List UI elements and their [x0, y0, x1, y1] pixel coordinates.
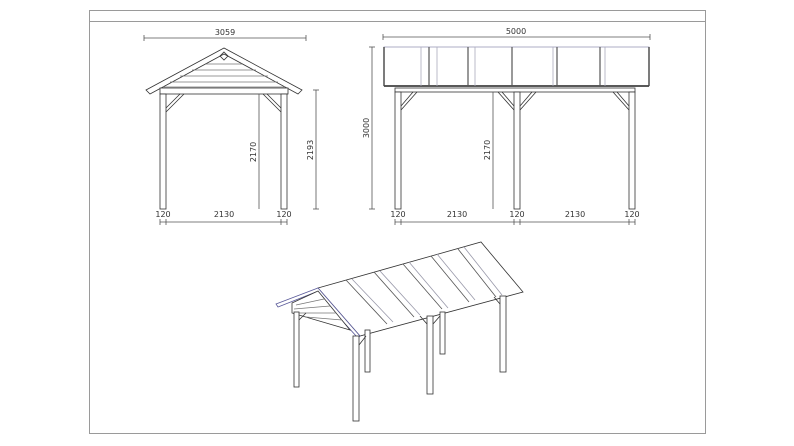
side-dim-post-2: 120 [509, 210, 524, 219]
isometric-view [275, 241, 524, 422]
front-post-height-label: 2170 [249, 142, 258, 162]
side-overall-length-label: 5000 [506, 27, 526, 36]
title-strip [90, 11, 705, 22]
side-dim-span-1: 2130 [447, 210, 467, 219]
front-dim-span: 2130 [214, 210, 234, 219]
drawing-sheet [89, 10, 706, 434]
side-view [369, 34, 651, 225]
front-dim-post-right: 120 [276, 210, 291, 219]
side-dim-post-1: 120 [390, 210, 405, 219]
side-dim-span-2: 2130 [565, 210, 585, 219]
side-dim-post-3: 120 [624, 210, 639, 219]
front-dim-post-left: 120 [155, 210, 170, 219]
side-post-height-label: 2170 [483, 140, 492, 160]
front-view [143, 35, 319, 225]
front-overall-width-label: 3059 [215, 28, 235, 37]
side-overall-height-label: 3000 [362, 118, 371, 138]
front-eave-height-label: 2193 [306, 140, 315, 160]
